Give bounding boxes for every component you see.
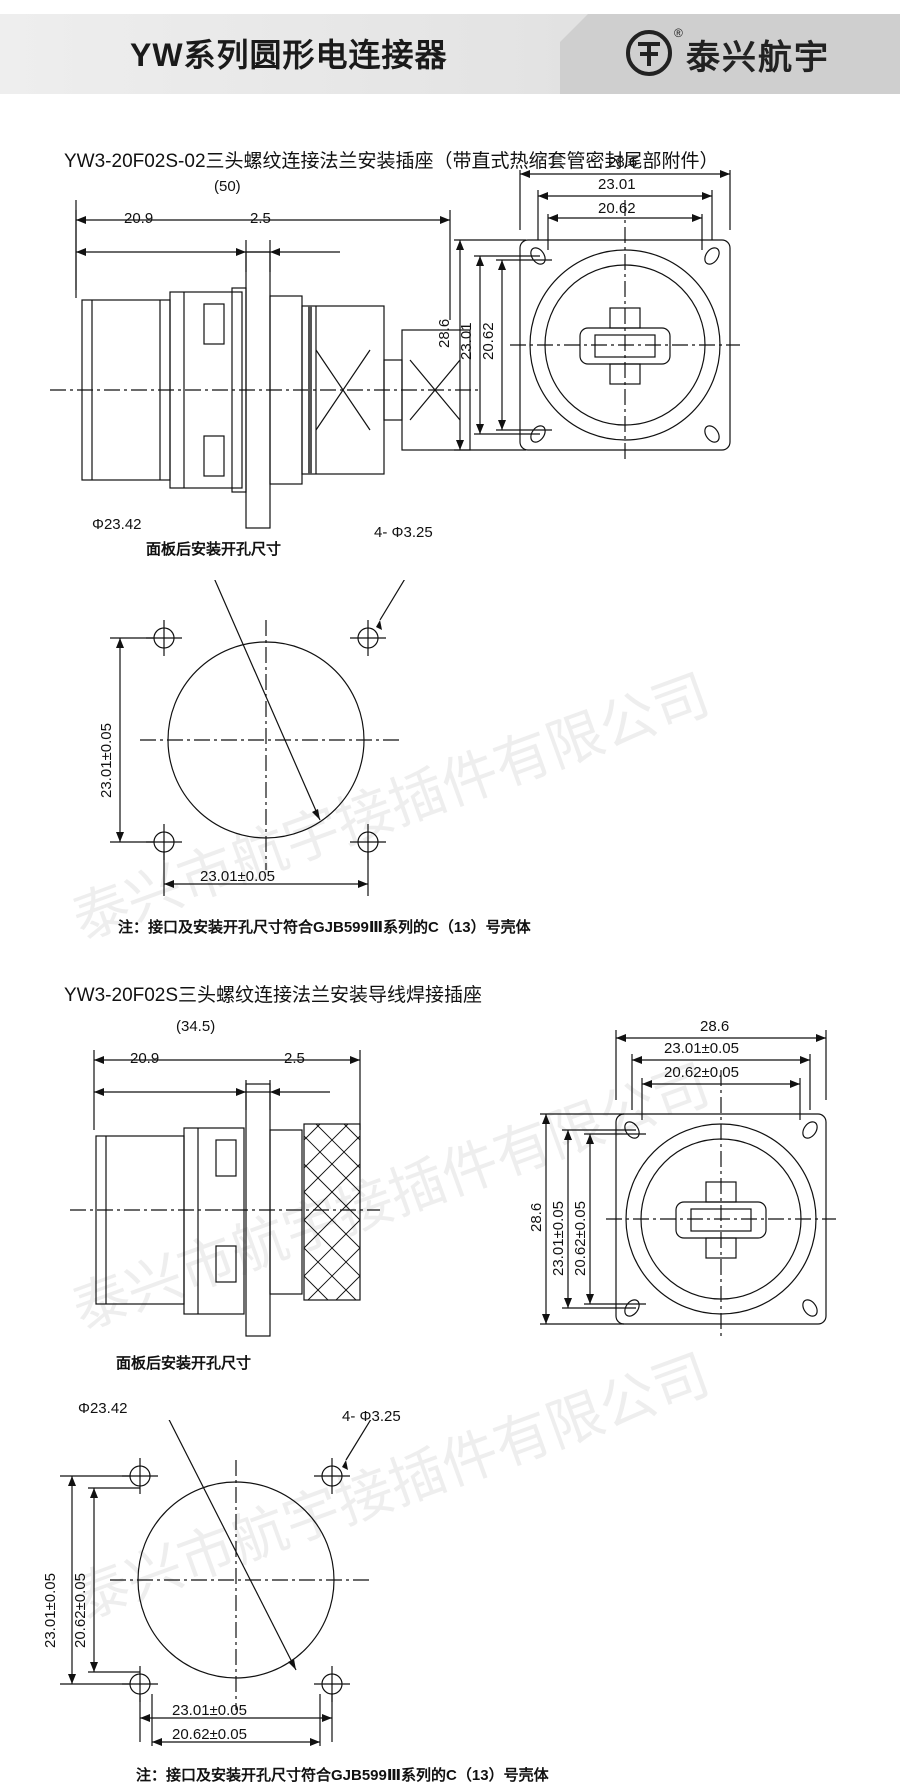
- section1-front-view: [454, 170, 740, 460]
- s1-front-height-mid: 23.01: [458, 322, 475, 360]
- s2-front-width-outer: 28.6: [700, 1018, 730, 1035]
- section1-cutout-view: [110, 580, 405, 896]
- s1-cutout-holes: 4- Φ3.25: [374, 524, 433, 541]
- brand-logo-icon: [626, 30, 672, 76]
- brand-name: 泰兴航宇: [686, 39, 830, 77]
- s2-cutout-horizontal-2: 20.62±0.05: [172, 1726, 247, 1743]
- s1-note: 注：接口及安装开孔尺寸符合GJB599Ⅲ系列的C（13）号壳体: [118, 919, 531, 936]
- s2-cutout-caption: 面板后安装开孔尺寸: [116, 1355, 252, 1372]
- section2-cutout-view: [60, 1420, 372, 1746]
- section1-title: YW3-20F02S-02三头螺纹连接法兰安装插座（带直式热缩套管密封尾部附件）: [64, 151, 719, 172]
- s1-front-width-inner: 20.62: [598, 200, 636, 217]
- s2-front-height-inner: 20.62±0.05: [572, 1201, 589, 1276]
- s1-cutout-diameter: Φ23.42: [92, 516, 142, 533]
- s2-cutout-vertical-2: 20.62±0.05: [72, 1573, 89, 1648]
- s1-cutout-horizontal: 23.01±0.05: [200, 868, 275, 885]
- page-header: YW系列圆形电连接器 泰兴航宇 ®: [0, 0, 900, 112]
- s2-front-width-mid: 23.01±0.05: [664, 1040, 739, 1057]
- s2-cutout-diameter: Φ23.42: [78, 1400, 128, 1417]
- s2-front-width-inner: 20.62±0.05: [664, 1064, 739, 1081]
- s1-front-height-inner: 20.62: [480, 322, 497, 360]
- s1-dim-front-length: 20.9: [124, 210, 154, 227]
- s2-note: 注：接口及安装开孔尺寸符合GJB599Ⅲ系列的C（13）号壳体: [136, 1767, 549, 1784]
- s2-cutout-vertical-1: 23.01±0.05: [42, 1573, 59, 1648]
- s1-dim-overall: (50): [214, 178, 241, 195]
- section2-front-view: [540, 1030, 836, 1340]
- section1-side-view: [50, 200, 480, 529]
- s1-cutout-vertical: 23.01±0.05: [98, 723, 115, 798]
- s2-front-height-outer: 28.6: [528, 1202, 545, 1232]
- s1-cutout-caption: 面板后安装开孔尺寸: [146, 541, 282, 558]
- section2-side-view: [70, 1050, 380, 1337]
- s2-dim-flange-thickness: 2.5: [284, 1050, 305, 1067]
- s2-front-height-mid: 23.01±0.05: [550, 1201, 567, 1276]
- s2-cutout-holes: 4- Φ3.25: [342, 1408, 401, 1425]
- s2-cutout-horizontal-1: 23.01±0.05: [172, 1702, 247, 1719]
- page-title: YW系列圆形电连接器: [130, 37, 448, 73]
- section2-title: YW3-20F02S三头螺纹连接法兰安装导线焊接插座: [64, 985, 483, 1006]
- s2-dim-front-length: 20.9: [130, 1050, 160, 1067]
- s1-dim-flange-thickness: 2.5: [250, 210, 271, 227]
- header-brand-panel: [560, 14, 900, 94]
- s1-front-height-outer: 28.6: [436, 318, 453, 348]
- s1-front-width-outer: 28.6: [608, 154, 638, 171]
- registered-mark: ®: [674, 26, 683, 40]
- s1-front-width-mid: 23.01: [598, 176, 636, 193]
- s2-dim-overall: (34.5): [176, 1018, 216, 1035]
